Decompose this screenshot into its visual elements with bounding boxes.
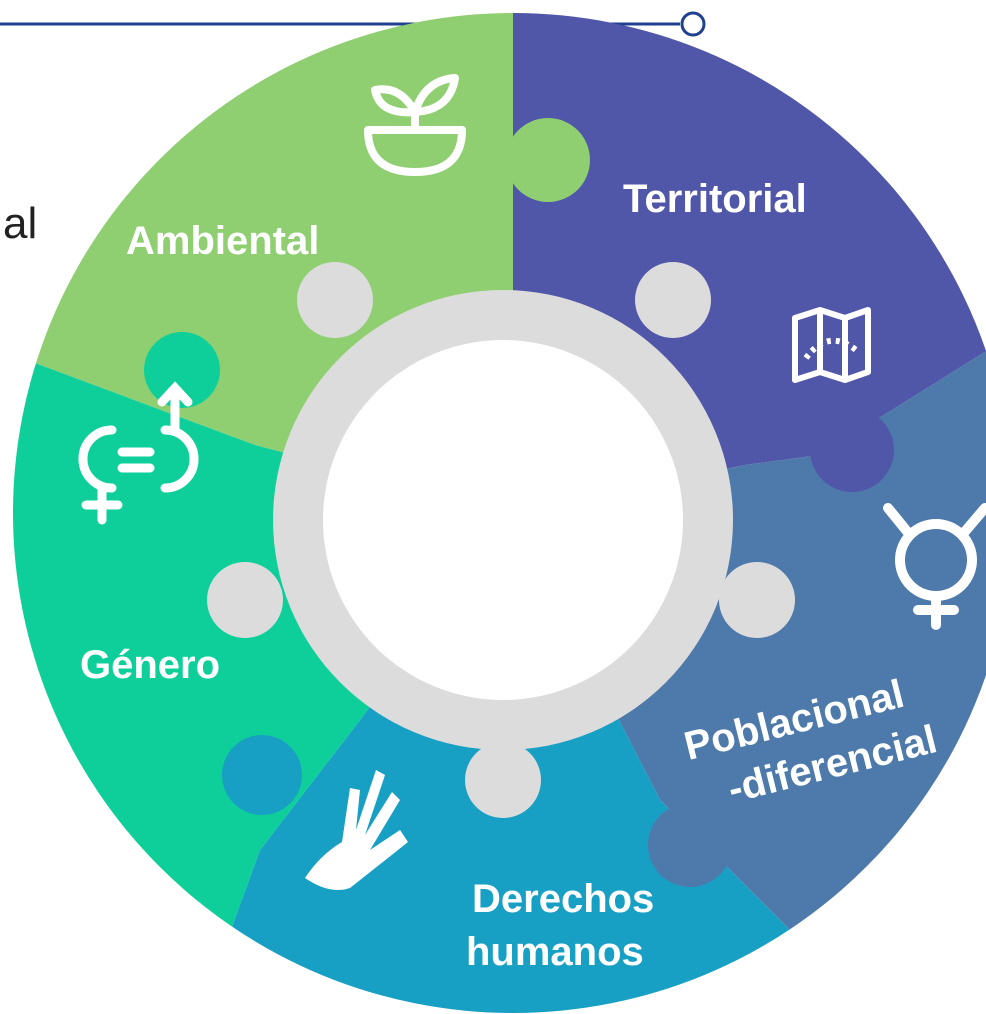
knob-territorial	[810, 408, 894, 492]
knob-poblacional	[648, 803, 732, 887]
center-gear	[207, 262, 795, 818]
label-derechos-line2: humanos	[466, 930, 644, 974]
gear-knob-left	[207, 562, 283, 638]
gear-knob-right	[719, 562, 795, 638]
gear-center	[323, 340, 683, 700]
seedling-bowl-icon	[364, 74, 466, 176]
knob-derechos	[222, 735, 302, 815]
side-text-fragment: al	[3, 199, 37, 248]
label-ambiental: Ambiental	[126, 219, 319, 263]
gear-knob-top-right	[635, 262, 711, 338]
label-derechos-line1: Derechos	[472, 877, 654, 921]
gender-equality-icon	[78, 381, 199, 525]
puzzle-knobs	[144, 118, 894, 887]
human-rights-hand-icon	[305, 770, 408, 891]
label-genero: Género	[80, 643, 220, 687]
knob-genero	[144, 332, 220, 408]
label-territorial: Territorial	[623, 177, 807, 221]
top-divider-circle	[680, 11, 706, 37]
map-route-icon	[792, 307, 871, 383]
transgender-symbol-icon	[883, 503, 986, 630]
gear-knob-bottom	[465, 742, 541, 818]
knob-ambiental	[506, 118, 590, 202]
gear-knob-top-left	[297, 262, 373, 338]
